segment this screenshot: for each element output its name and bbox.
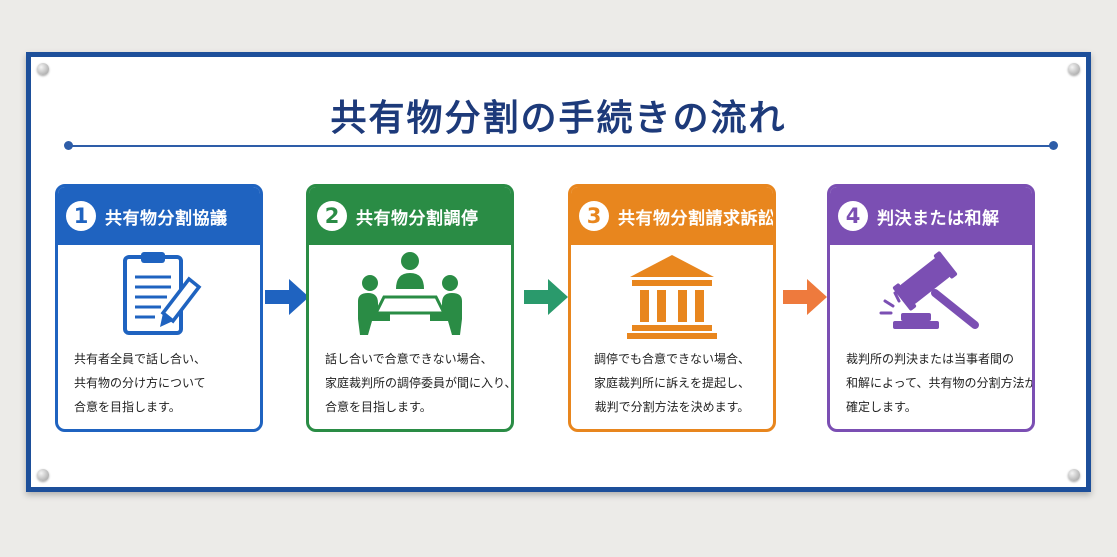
screw-top-left: [37, 63, 49, 75]
step-4-line-2: 和解によって、共有物の分割方法が: [846, 376, 1035, 390]
courthouse-icon: [627, 255, 717, 339]
step-label-4: 判決または和解: [877, 208, 1000, 229]
step-label-3: 共有物分割請求訴訟: [618, 208, 776, 229]
step-2-line-2: 家庭裁判所の調停委員が間に入り、: [325, 376, 514, 390]
step-3-line-2: 家庭裁判所に訴えを提起し、: [593, 376, 750, 390]
step-4-line-3: 確定します。: [846, 400, 917, 414]
step-2-line-3: 合意を目指します。: [325, 400, 432, 414]
gavel-icon: [879, 251, 979, 329]
rule-dot-left: [64, 141, 73, 150]
step-label-2: 共有物分割調停: [356, 208, 479, 229]
arrow-right-icon: [524, 279, 568, 315]
step-description-3: 調停でも合意できない場合、 家庭裁判所に訴えを提起し、 裁判で分割方法を決めます…: [577, 347, 767, 419]
step-1-line-3: 合意を目指します。: [74, 400, 181, 414]
screw-top-right: [1068, 63, 1080, 75]
step-card-2: 2 共有物分割調停 話し合いで合意できない場合、 家庭裁判所の調停委員が間に入り…: [306, 184, 514, 432]
step-header-3: 3 共有物分割請求訴訟: [571, 187, 773, 245]
step-4-line-1: 裁判所の判決または当事者間の: [846, 352, 1015, 366]
title-divider: [69, 145, 1054, 147]
step-3-line-1: 調停でも合意できない場合、: [593, 352, 750, 366]
rule-dot-right: [1049, 141, 1058, 150]
step-number-3: 3: [579, 201, 609, 231]
clipboard-pen-icon: [123, 252, 202, 335]
step-card-3: 3 共有物分割請求訴訟 調停でも合意できない場合、 家庭裁判所に訴えを提起し、 …: [568, 184, 776, 432]
step-card-1: 1 共有物分割協議 共有者全員で話し合い、 共有物の分け方について 合意を目指し…: [55, 184, 263, 432]
step-2-line-1: 話し合いで合意できない場合、: [325, 352, 493, 366]
step-number-4: 4: [838, 201, 868, 231]
arrow-right-icon: [783, 279, 827, 315]
arrow-right-icon: [265, 279, 309, 315]
step-number-2: 2: [317, 201, 347, 231]
step-1-line-1: 共有者全員で話し合い、: [74, 352, 207, 366]
screw-bottom-right: [1068, 469, 1080, 481]
flow-board: 共有物分割の手続きの流れ 1 共有物分割協議 共有者全員で話し合い、 共有物の: [26, 52, 1091, 492]
step-description-2: 話し合いで合意できない場合、 家庭裁判所の調停委員が間に入り、 合意を目指します…: [325, 347, 514, 419]
step-header-4: 4 判決または和解: [830, 187, 1032, 245]
step-header-1: 1 共有物分割協議: [58, 187, 260, 245]
screw-bottom-left: [37, 469, 49, 481]
step-label-1: 共有物分割協議: [105, 208, 228, 229]
page-title: 共有物分割の手続きの流れ: [330, 98, 787, 139]
step-description-4: 裁判所の判決または当事者間の 和解によって、共有物の分割方法が 確定します。: [846, 347, 1035, 419]
meeting-icon: [358, 252, 462, 335]
step-description-1: 共有者全員で話し合い、 共有物の分け方について 合意を目指します。: [74, 347, 250, 419]
step-header-2: 2 共有物分割調停: [309, 187, 511, 245]
step-1-line-2: 共有物の分け方について: [74, 376, 206, 390]
step-number-1: 1: [66, 201, 96, 231]
step-3-line-3: 裁判で分割方法を決めます。: [594, 400, 750, 414]
step-card-4: 4 判決または和解 裁判所の判決または当事者間の 和解によって、共有物の分割方法…: [827, 184, 1035, 432]
